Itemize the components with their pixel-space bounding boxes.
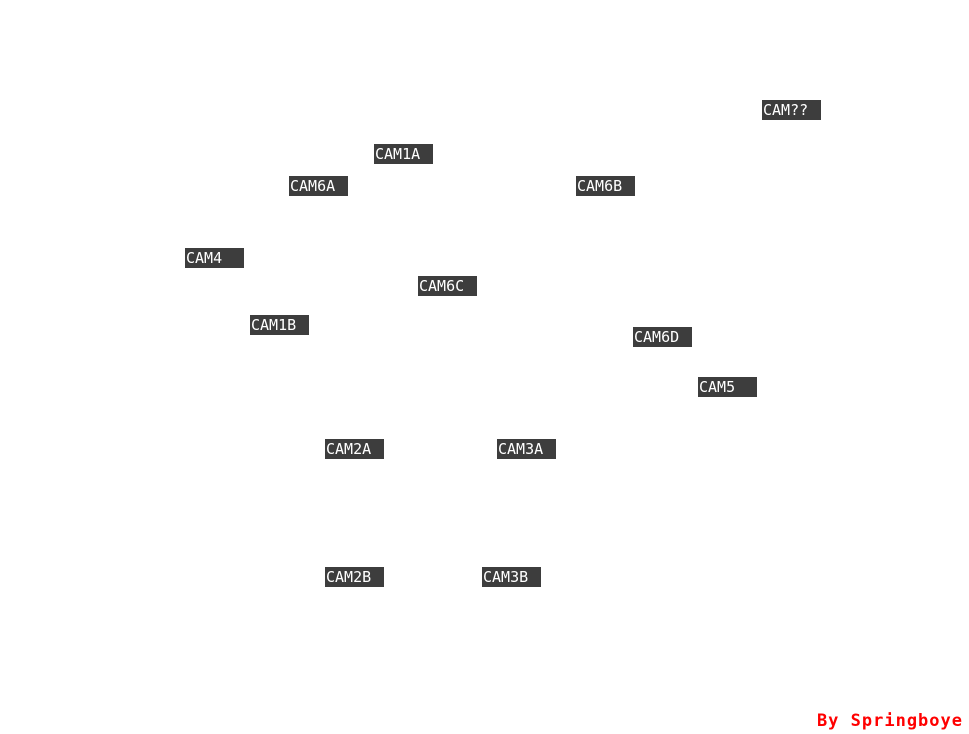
camera-button-6b[interactable]: CAM6B bbox=[576, 176, 635, 196]
author-credit: By Springboye bbox=[816, 711, 963, 731]
camera-button-4[interactable]: CAM4 bbox=[185, 248, 244, 268]
camera-button-3a[interactable]: CAM3A bbox=[497, 439, 556, 459]
camera-button-6c[interactable]: CAM6C bbox=[418, 276, 477, 296]
camera-button-2b[interactable]: CAM2B bbox=[325, 567, 384, 587]
camera-button-5[interactable]: CAM5 bbox=[698, 377, 757, 397]
camera-button-2a[interactable]: CAM2A bbox=[325, 439, 384, 459]
camera-button-1a[interactable]: CAM1A bbox=[374, 144, 433, 164]
camera-button-6a[interactable]: CAM6A bbox=[289, 176, 348, 196]
camera-button-6d[interactable]: CAM6D bbox=[633, 327, 692, 347]
camera-button-3b[interactable]: CAM3B bbox=[482, 567, 541, 587]
camera-button-1b[interactable]: CAM1B bbox=[250, 315, 309, 335]
camera-button-unknown[interactable]: CAM?? bbox=[762, 100, 821, 120]
